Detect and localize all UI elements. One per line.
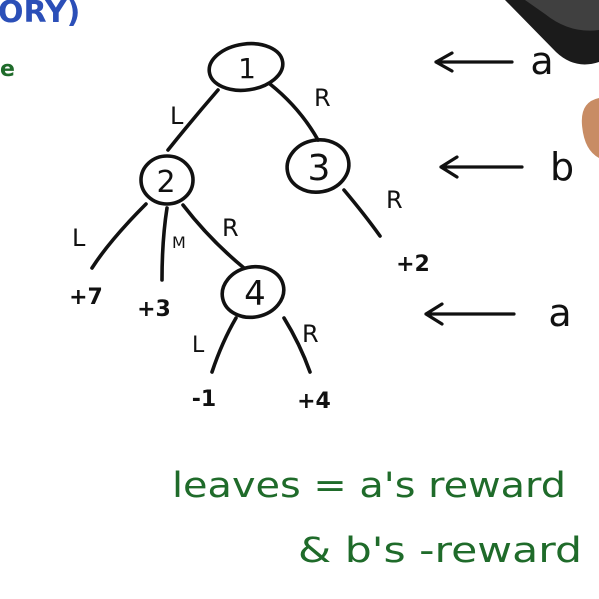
tree-node-4: 4	[220, 264, 286, 320]
tree-node-1: 1	[207, 41, 285, 93]
node-label: 3	[308, 148, 331, 189]
note-line-2: & b's -reward	[298, 531, 582, 571]
player-label: a	[548, 291, 571, 335]
tree-node-2: 2	[139, 154, 195, 206]
edge-label-1-3: R	[314, 84, 331, 112]
node-label: 4	[244, 274, 266, 314]
leaf-value: +2	[396, 252, 430, 277]
edge-label-3-leaf-p2: R	[386, 186, 403, 214]
edge-label-2-4: R	[222, 214, 239, 242]
leaf-value: +3	[137, 297, 171, 322]
edge-3-leaf-p2	[342, 188, 382, 238]
edge-1-3	[268, 82, 320, 142]
leaf-value: -1	[192, 387, 216, 412]
hand-finger	[581, 98, 599, 158]
marker-pen	[505, 0, 599, 65]
player-label: b	[550, 145, 574, 189]
tree-node-3: 3	[285, 138, 351, 194]
edge-label-4-leaf-p4: R	[302, 320, 319, 348]
player-level-1: a	[434, 39, 554, 83]
note-line-1: leaves = a's reward	[172, 466, 566, 506]
edge-1-2	[166, 88, 220, 152]
header-fragment: ORY)	[0, 0, 80, 30]
leaf-value: +7	[69, 285, 103, 310]
edge-4-leaf-p4	[282, 316, 312, 374]
leaf-values: +7 +3 +2 -1 +4	[69, 252, 430, 414]
left-arrow-icon	[424, 302, 516, 326]
player-level-2: b	[439, 145, 574, 189]
player-label: a	[530, 39, 553, 83]
edge-2-leaf-p7	[90, 202, 148, 270]
edge-2-4	[181, 203, 246, 270]
edge-label-2-leaf-p7: L	[72, 224, 86, 252]
left-arrow-icon	[434, 51, 514, 73]
left-arrow-icon	[439, 155, 524, 179]
edge-2-leaf-p3	[160, 206, 169, 282]
node-label: 2	[156, 165, 175, 200]
leaf-value: +4	[297, 389, 331, 414]
node-label: 1	[238, 52, 256, 85]
edge-label-4-leaf-m1: L	[192, 333, 205, 358]
header-fragment-2: e	[0, 57, 15, 82]
edge-label-1-2: L	[170, 102, 184, 130]
edge-labels: L R L M R R L R	[72, 84, 403, 358]
edge-4-leaf-m1	[210, 316, 238, 374]
edge-label-2-leaf-p3: M	[172, 233, 186, 252]
player-level-3: a	[424, 291, 572, 335]
tree-edges	[90, 82, 382, 374]
